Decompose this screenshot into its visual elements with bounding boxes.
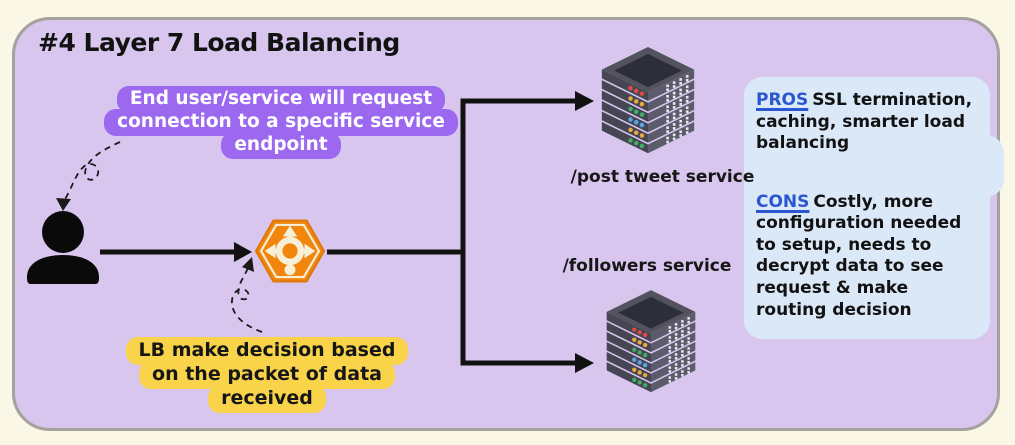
followers-service-label: /followers service: [562, 256, 732, 276]
request-note-line: endpoint: [221, 132, 341, 159]
server-rack-followers-icon: [605, 290, 697, 394]
request-note-line: connection to a specific service: [104, 109, 458, 136]
page-title: #4 Layer 7 Load Balancing: [38, 28, 400, 57]
cons-heading: CONS: [756, 191, 810, 212]
lb-decision-note: LB make decision based on the packet of …: [125, 337, 409, 413]
lb-note-line: on the packet of data: [139, 361, 395, 389]
user-icon: [27, 211, 99, 284]
pros-text: SSL termination, caching, smarter load b…: [756, 90, 973, 154]
lb-note-line: LB make decision based: [125, 337, 409, 365]
post-tweet-service-label: /post tweet service: [570, 167, 755, 187]
load-balancer-glyph: [264, 225, 316, 276]
cons-text: Costly, more configuration needed to set…: [756, 191, 962, 320]
request-note-line: End user/service will request: [116, 86, 446, 113]
request-note: End user/service will request connection…: [104, 86, 458, 159]
server-rack-post-tweet-icon: [600, 47, 696, 155]
pros-heading: PROS: [756, 90, 809, 110]
load-balancer-icon: [254, 219, 326, 283]
lb-note-line: received: [208, 385, 326, 413]
